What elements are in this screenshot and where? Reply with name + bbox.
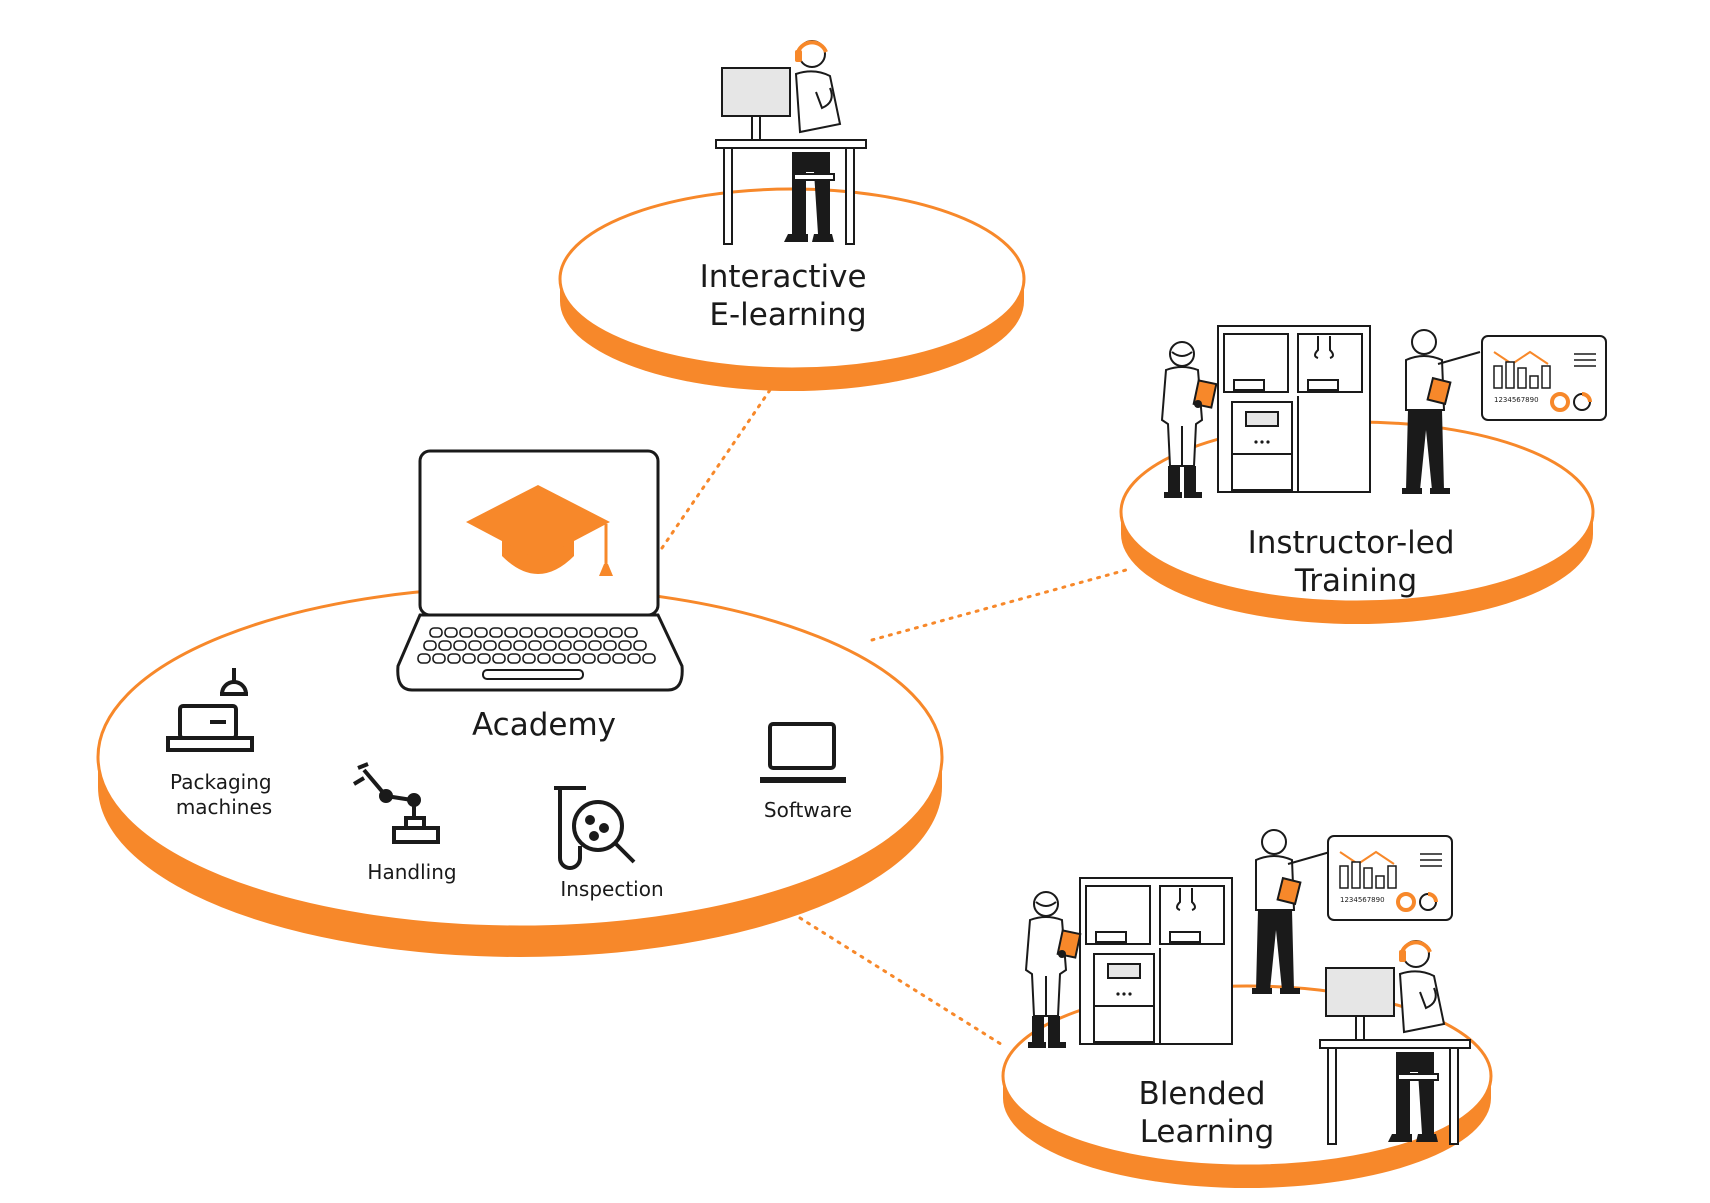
label-blended: Blended Learning <box>1139 1076 1276 1150</box>
packaging-machine-icon <box>166 668 254 752</box>
keyboard-key <box>447 653 461 664</box>
topic-label-software: Software <box>764 798 852 822</box>
keyboard-key <box>504 627 518 638</box>
keyboard-key <box>558 640 572 651</box>
keyboard-key <box>612 653 626 664</box>
keyboard-key <box>627 653 641 664</box>
graduation-cap-laptop-icon <box>396 449 684 692</box>
keyboard-key <box>519 627 533 638</box>
robot-arm-icon <box>352 762 440 844</box>
keyboard-key <box>642 653 656 664</box>
keyboard-key <box>417 653 431 664</box>
illustration-blended: 1234567890 <box>1025 829 1472 1146</box>
topic-label-packaging-line-1: Packaging <box>170 770 272 794</box>
connector-blended <box>798 916 1006 1048</box>
keyboard-key <box>549 627 563 638</box>
keyboard-key <box>438 640 452 651</box>
label-elearning-line-1: Interactive <box>700 259 867 295</box>
keyboard-key <box>513 640 527 651</box>
keyboard-key <box>594 627 608 638</box>
label-instructor-led-line-2: Training <box>1294 563 1417 599</box>
keyboard-key <box>597 653 611 664</box>
dashboard-digits-blended: 1234567890 <box>1340 896 1385 904</box>
keyboard-key <box>534 627 548 638</box>
label-instructor-led-line-1: Instructor-led <box>1248 525 1455 561</box>
keyboard-key <box>552 653 566 664</box>
label-blended-line-2: Learning <box>1140 1114 1275 1150</box>
keyboard-key <box>618 640 632 651</box>
keyboard-key <box>522 653 536 664</box>
keyboard-key <box>543 640 557 651</box>
keyboard-key <box>564 627 578 638</box>
connector-instructor-led <box>870 568 1128 642</box>
keyboard-key <box>537 653 551 664</box>
keyboard-key <box>573 640 587 651</box>
keyboard-key <box>483 640 497 651</box>
label-instructor-led: Instructor-led Training <box>1248 525 1465 599</box>
keyboard-key <box>492 653 506 664</box>
keyboard-key <box>603 640 617 651</box>
keyboard-key <box>468 640 482 651</box>
topic-label-inspection: Inspection <box>560 877 663 901</box>
keyboard-key <box>462 653 476 664</box>
label-elearning-line-2: E-learning <box>709 297 866 333</box>
keyboard-key <box>579 627 593 638</box>
connectors <box>660 388 1128 1048</box>
label-academy: Academy <box>472 707 616 743</box>
keyboard-key <box>477 653 491 664</box>
keyboard-key <box>423 640 437 651</box>
keyboard-key <box>507 653 521 664</box>
illustration-instructor-led: 1234567890 <box>1161 325 1608 499</box>
keyboard-key <box>459 627 473 638</box>
connector-elearning <box>660 388 772 550</box>
keyboard-key <box>444 627 458 638</box>
label-blended-line-1: Blended <box>1139 1076 1266 1112</box>
topic-label-packaging-line-2: machines <box>176 795 272 819</box>
keyboard-key <box>453 640 467 651</box>
keyboard-key <box>489 627 503 638</box>
keyboard-key <box>588 640 602 651</box>
topic-label-packaging: Packaging machines <box>170 770 278 819</box>
label-elearning: Interactive E-learning <box>700 259 877 333</box>
test-tube-magnifier-icon <box>554 786 636 870</box>
keyboard-key <box>498 640 512 651</box>
laptop-icon <box>760 722 846 783</box>
keyboard-key <box>624 627 638 638</box>
keyboard-key <box>432 653 446 664</box>
keyboard-key <box>633 640 647 651</box>
keyboard-key <box>609 627 623 638</box>
keyboard-key <box>429 627 443 638</box>
keyboard-key <box>567 653 581 664</box>
topic-label-handling: Handling <box>367 860 456 884</box>
keyboard-key <box>528 640 542 651</box>
keyboard-key <box>474 627 488 638</box>
keyboard-key <box>582 653 596 664</box>
dashboard-digits: 1234567890 <box>1494 396 1539 404</box>
